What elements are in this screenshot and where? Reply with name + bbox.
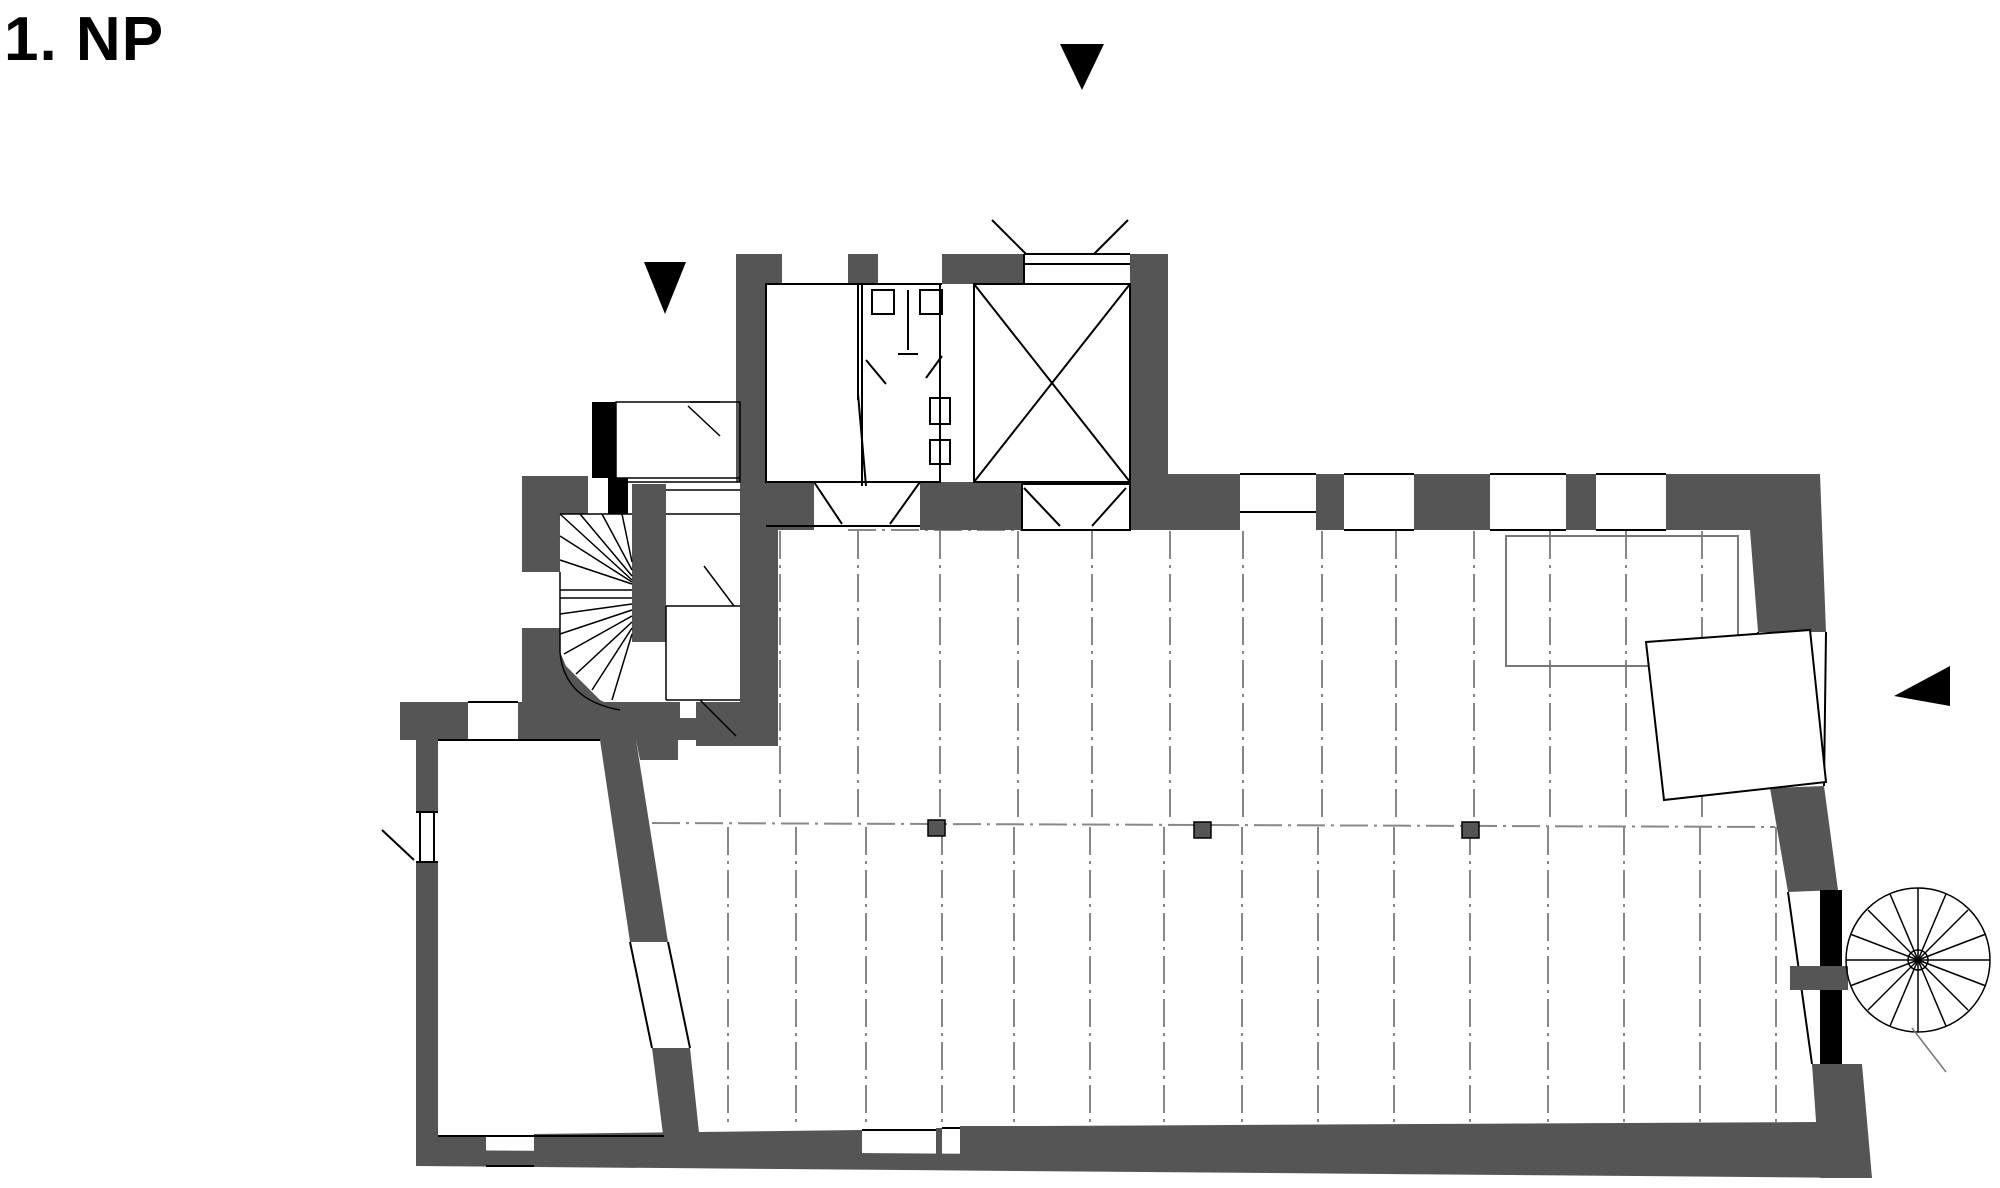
ceiling-beam-grid (651, 529, 1777, 1122)
column (1461, 821, 1480, 839)
column (927, 819, 946, 837)
entrance-arrow-right (1894, 666, 1950, 706)
entrance-arrow-top (1060, 44, 1104, 90)
columns (927, 819, 1480, 839)
terrace-platform (1644, 628, 1828, 802)
existing-walls (400, 254, 1872, 1178)
projected-elements (1505, 535, 1739, 667)
entrance-arrow-left (644, 262, 686, 314)
spiral-staircase (1790, 887, 1991, 1073)
column (1193, 821, 1212, 839)
elevator-shaft (973, 219, 1131, 531)
floor-plan-title: 1. NP (4, 5, 165, 74)
annex-room (381, 739, 664, 1137)
staircase (559, 401, 741, 737)
entrance-arrows (644, 44, 1950, 706)
sanitary-room (765, 283, 951, 527)
